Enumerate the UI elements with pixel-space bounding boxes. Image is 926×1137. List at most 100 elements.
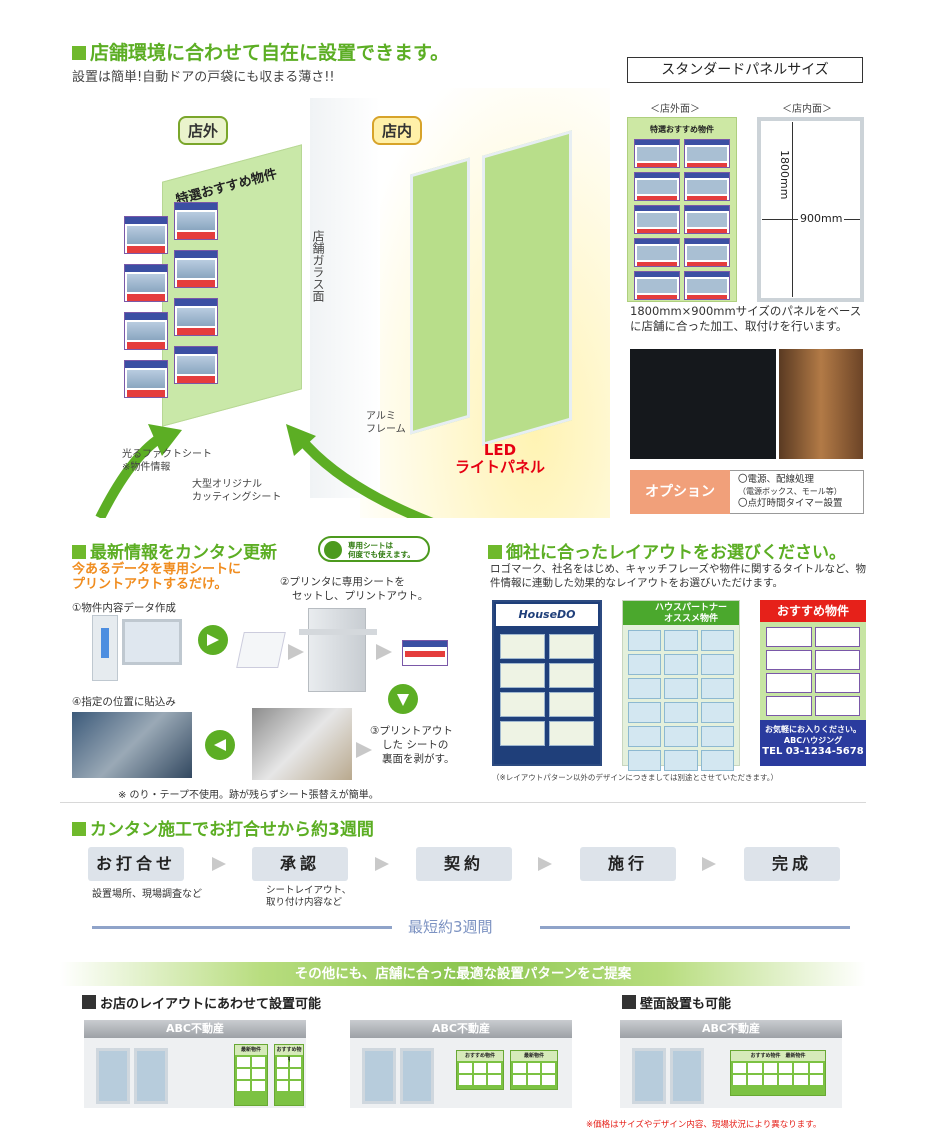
store-sign: ABC不動産: [350, 1020, 572, 1038]
store-window: [670, 1048, 704, 1104]
gray-arrow-icon: [376, 644, 392, 660]
green-down-arrow-icon: [388, 684, 418, 714]
fact-sheet-card: [634, 271, 680, 300]
glass-surface: [310, 98, 380, 498]
square-bullet-icon: [72, 822, 86, 836]
store-panel: 最新物件: [234, 1044, 268, 1106]
step-arrow-icon: [375, 857, 389, 871]
section3-title: 御社に合ったレイアウトをお選びください。: [488, 538, 846, 563]
green-right-arrow-icon: [198, 625, 228, 655]
fact-sheet-card: [684, 238, 730, 267]
wall-install-title: 壁面設置も可能: [622, 993, 731, 1012]
step1-label: ①物件内容データ作成: [72, 602, 176, 614]
blank-sheet-icon: [236, 632, 286, 668]
step-meeting: お打合せ: [88, 847, 184, 881]
width-dimension: 900mm: [798, 212, 845, 225]
store-window: [134, 1048, 168, 1104]
computer-icon: [92, 615, 182, 687]
section3-description: ロゴマーク、社名をはじめ、キャッチフレーズや物件に関するタイトルなど、物件情報に…: [490, 563, 867, 589]
peeling-sheet-photo: [252, 708, 352, 780]
layout3-footer: お気軽にお入りください。 ABCハウジング TEL 03-1234-5678: [760, 720, 866, 766]
fact-sheet-card: [124, 360, 168, 398]
step-approval-detail: シートレイアウト、 取り付け内容など: [266, 885, 352, 908]
recycle-icon: [324, 541, 342, 559]
standard-description: 1800mm×900mmサイズのパネルをベースに店舗に合った加工、取付けを行いま…: [630, 304, 862, 333]
divider: [60, 802, 866, 803]
section4-title: カンタン施工でお打合せから約3週間: [72, 815, 374, 840]
store-illustration-1: ABC不動産 最新物件 おすすめ物件: [84, 1020, 306, 1108]
outside-face-label: ＜店外面＞: [650, 104, 700, 115]
outside-panel-grid: [628, 135, 736, 304]
step-construction: 施行: [580, 847, 676, 881]
reusable-badge: 専用シートは 何度でも使えます。: [318, 536, 430, 562]
weeks-line-right: [540, 926, 850, 929]
door-photo: [779, 349, 863, 459]
section2-title: 最新情報をカンタン更新: [72, 538, 277, 563]
layout-install-title: お店のレイアウトにあわせて設置可能: [82, 993, 321, 1012]
outside-tag: 店外: [178, 116, 229, 145]
layout3-header: おすすめ物件: [760, 600, 866, 622]
square-bullet-icon: [82, 995, 96, 1009]
installation-scene: 店外 店内 特選おすすめ物件 店舗ガラス面: [90, 88, 610, 518]
step3-label: ③プリントアウト した シートの 裏面を剥がす。: [370, 725, 455, 765]
store-sign: ABC不動産: [84, 1020, 306, 1038]
store-illustration-3: ABC不動産 おすすめ物件 最新物件: [620, 1020, 842, 1108]
fact-sheet-card: [634, 238, 680, 267]
layout1-header: HouseDO: [496, 604, 598, 626]
fact-sheet-card: [684, 205, 730, 234]
gray-arrow-icon: [288, 644, 304, 660]
fact-sheet-card: [634, 205, 680, 234]
annotation-fact-sheet: 光るファクトシート ※物件情報: [122, 449, 212, 473]
fact-sheet-card: [174, 202, 218, 240]
step-contract: 契約: [416, 847, 512, 881]
fact-sheet-card: [684, 172, 730, 201]
step-arrow-icon: [212, 857, 226, 871]
store-window: [96, 1048, 130, 1104]
annotation-cutting-sheet: 大型オリジナル カッティングシート: [192, 479, 282, 503]
section1-subtitle: 設置は簡単!自動ドアの戸袋にも収まる薄さ!!: [72, 70, 335, 85]
height-dimension-line: [792, 122, 793, 297]
price-note: ※価格はサイズやデザイン内容、現場状況により異なります。: [586, 1120, 822, 1130]
green-arrow-icon: [95, 424, 434, 518]
fact-sheet-card: [634, 172, 680, 201]
weeks-line-left: [92, 926, 392, 929]
fact-sheet-card: [684, 139, 730, 168]
section2-lead: 今あるデータを専用シートに プリントアウトするだけ。: [72, 562, 242, 592]
applying-sheet-photo: [72, 712, 192, 778]
square-bullet-icon: [488, 545, 502, 559]
layout-sample-1: HouseDO: [492, 600, 602, 766]
step-meeting-detail: 設置場所、現場調査など: [92, 889, 202, 900]
section1-title: 店舗環境に合わせて自在に設置できます。: [72, 38, 449, 65]
option-label: オプション: [630, 470, 730, 514]
store-panel: 最新物件: [510, 1050, 558, 1090]
store-window: [632, 1048, 666, 1104]
step-complete: 完成: [744, 847, 840, 881]
inside-face-label: ＜店内面＞: [782, 104, 832, 115]
square-bullet-icon: [622, 995, 636, 1009]
layout-sample-3: おすすめ物件 お気軽にお入りください。 ABCハウジング TEL 03-1234…: [760, 600, 866, 766]
fact-sheet-card: [124, 264, 168, 302]
fact-sheet-card: [124, 216, 168, 254]
fact-sheet-card: [174, 298, 218, 336]
standard-size-title: スタンダードパネルサイズ: [627, 57, 863, 83]
wall-panel: おすすめ物件 最新物件: [730, 1050, 826, 1096]
store-window: [400, 1048, 434, 1104]
proposal-banner: その他にも、店舗に合った最適な設置パターンをご提案: [60, 962, 866, 986]
square-bullet-icon: [72, 46, 86, 60]
outside-face-panel: 特選おすすめ物件: [627, 117, 737, 302]
square-bullet-icon: [72, 545, 86, 559]
step-arrow-icon: [702, 857, 716, 871]
printed-sheet-icon: [402, 640, 448, 666]
inside-tag: 店内: [372, 116, 423, 145]
layout-sample-2: ハウスパートナー オススメ物件: [622, 600, 740, 771]
height-dimension: 1800mm: [778, 150, 791, 200]
fact-sheet-card: [684, 271, 730, 300]
store-illustration-2: ABC不動産 おすすめ物件 最新物件: [350, 1020, 572, 1108]
gray-arrow-icon: [356, 742, 372, 758]
weeks-label: 最短約3週間: [408, 918, 493, 936]
outside-panel-title: 特選おすすめ物件: [650, 125, 714, 134]
step-approval: 承認: [252, 847, 348, 881]
printer-icon: [299, 608, 377, 692]
section3-note: （※レイアウトパターン以外のデザインにつきましては別途とさせていただきます。）: [492, 773, 779, 782]
step4-label: ④指定の位置に貼込み: [72, 696, 176, 708]
